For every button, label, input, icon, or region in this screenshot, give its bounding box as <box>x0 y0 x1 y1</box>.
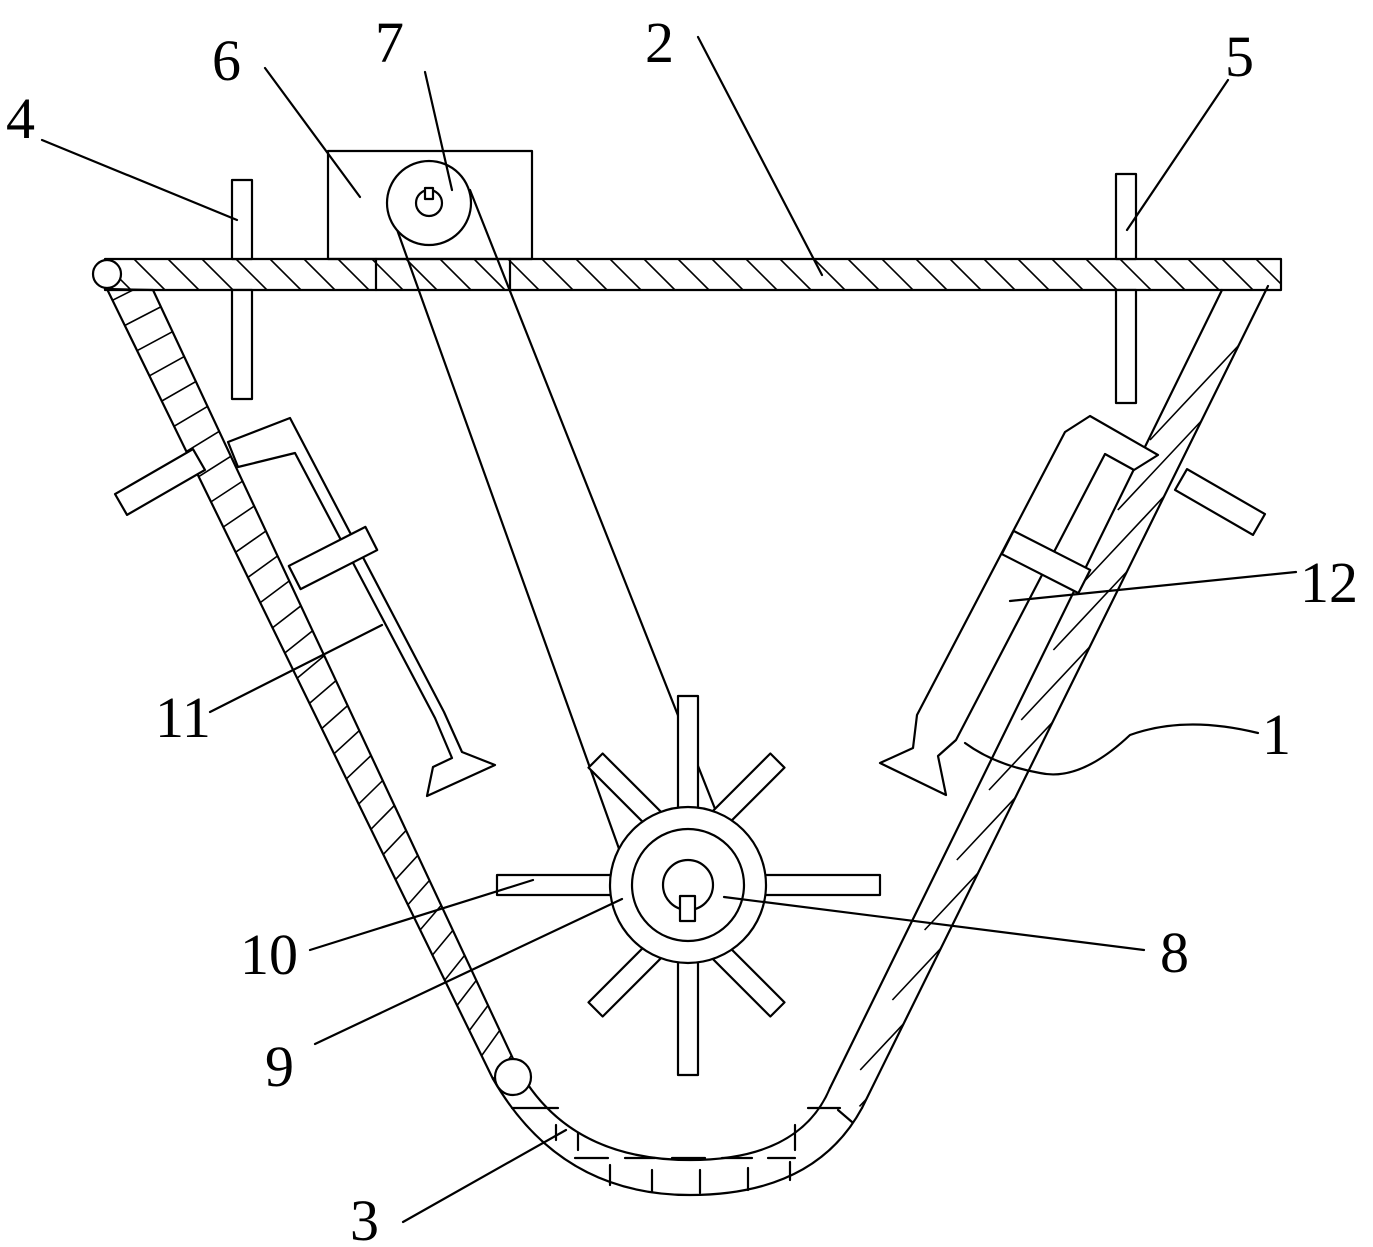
callout-7: 7 <box>375 10 404 75</box>
callout-5: 5 <box>1225 24 1254 89</box>
callout-6: 6 <box>212 28 241 93</box>
callout-10: 10 <box>240 922 298 987</box>
right-scraper <box>878 414 1267 797</box>
leader-lines <box>40 35 1298 1224</box>
callout-11: 11 <box>155 685 211 750</box>
callout-2: 2 <box>645 10 674 75</box>
bottom-screen <box>510 1106 854 1195</box>
hinge-pin-bottom <box>493 1057 533 1097</box>
rod-left <box>230 178 254 401</box>
callout-4: 4 <box>6 86 35 151</box>
rod-right <box>1114 172 1138 405</box>
callout-9: 9 <box>265 1034 294 1099</box>
motor-housing <box>326 149 534 261</box>
callout-8: 8 <box>1160 920 1189 985</box>
top-plate <box>103 257 1283 292</box>
paddle-hub <box>608 805 768 965</box>
callout-12: 12 <box>1300 550 1358 615</box>
callout-1: 1 <box>1262 702 1291 767</box>
motor-pulley <box>385 159 473 247</box>
left-scraper <box>113 416 497 798</box>
hinge-pin-top <box>91 258 123 290</box>
callout-3: 3 <box>350 1188 379 1247</box>
